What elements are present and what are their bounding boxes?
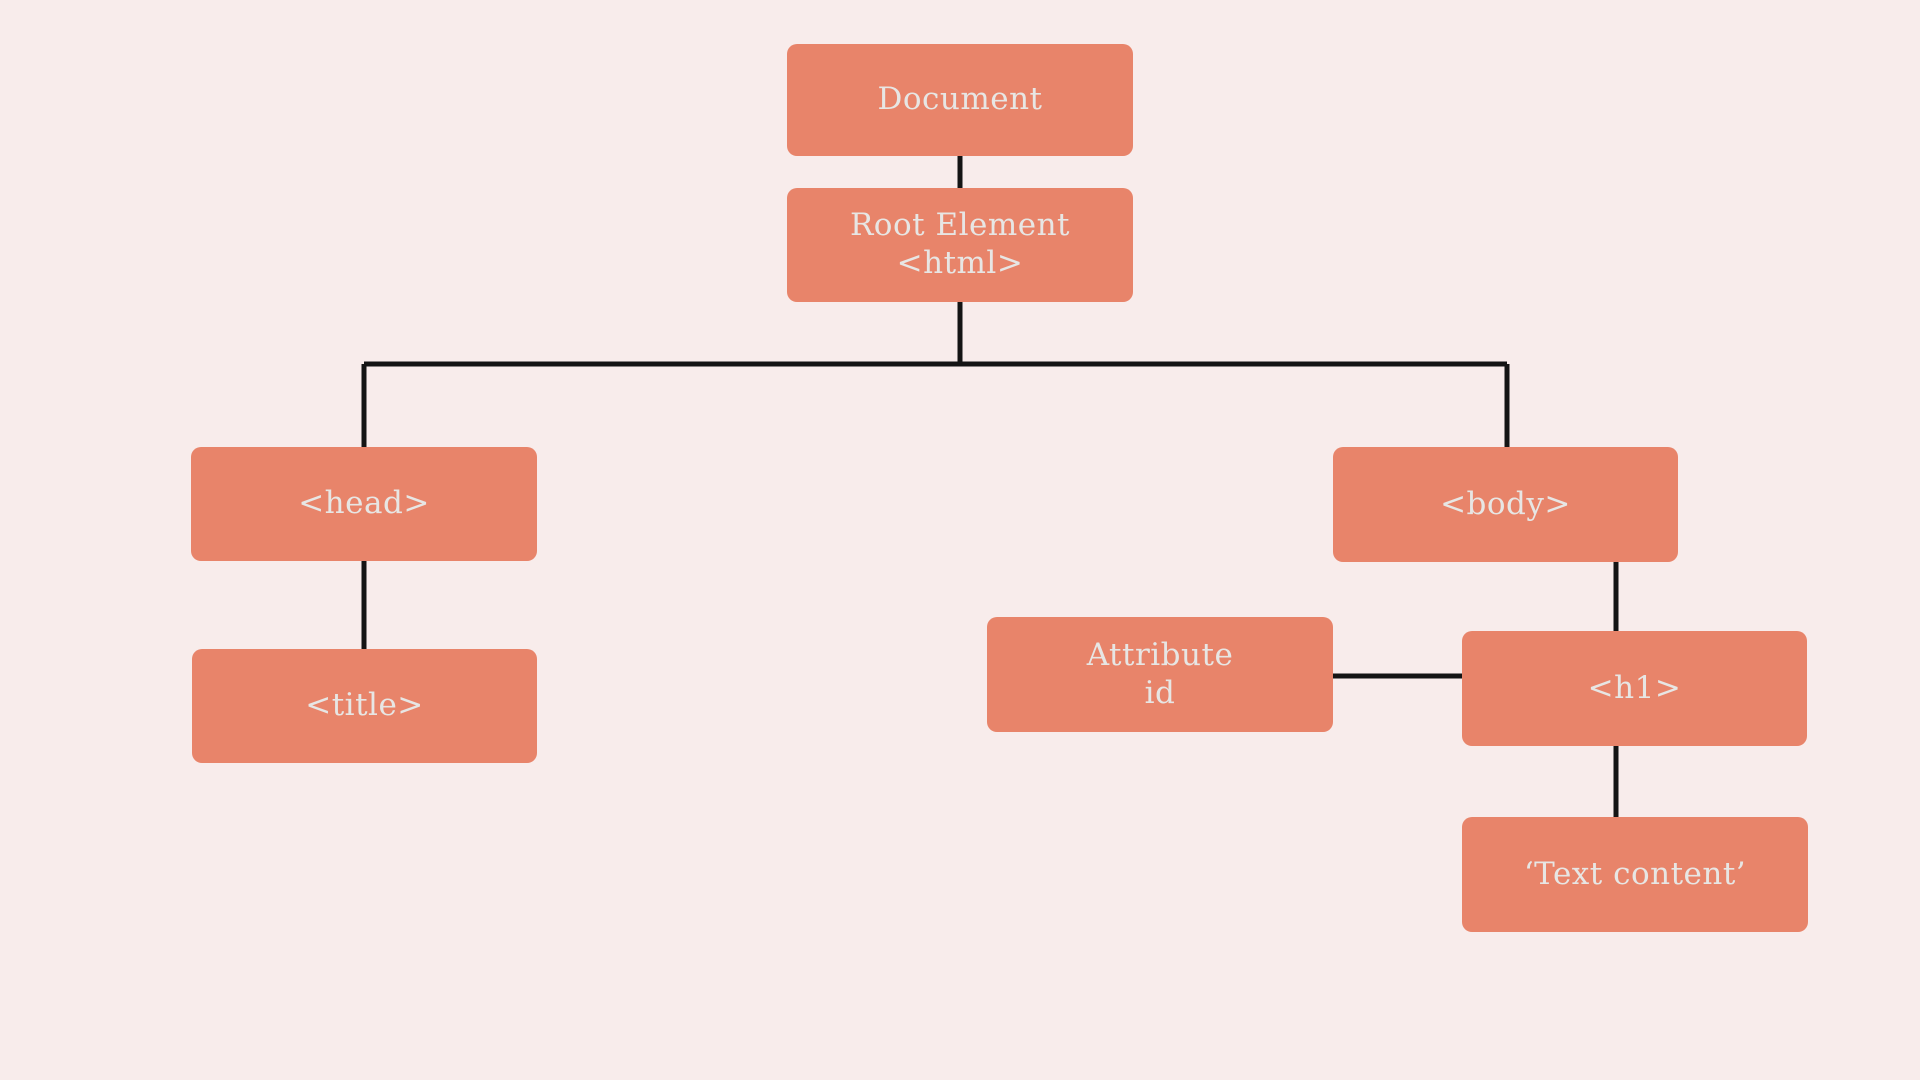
- node-body-label-line1: <body>: [1440, 485, 1571, 522]
- node-document-label-line1: Document: [877, 81, 1043, 118]
- node-h1[interactable]: <h1>: [1462, 631, 1807, 746]
- node-h1-label-line1: <h1>: [1587, 669, 1682, 706]
- node-attribute-id-label-line2: id: [1144, 674, 1176, 711]
- node-root-element[interactable]: Root Element <html>: [787, 188, 1133, 302]
- node-h1-label: <h1>: [1588, 670, 1682, 708]
- node-title-label-line1: <title>: [305, 687, 424, 724]
- node-head-label-line1: <head>: [298, 485, 430, 522]
- node-body-label: <body>: [1440, 486, 1571, 524]
- node-root-element-label-line1: Root Element: [849, 207, 1071, 244]
- node-attribute-id-label-line1: Attribute: [1086, 636, 1234, 673]
- node-text-content[interactable]: ‘Text content’: [1462, 817, 1808, 932]
- node-document[interactable]: Document: [787, 44, 1133, 156]
- node-text-content-label: ‘Text content’: [1524, 856, 1746, 894]
- node-head[interactable]: <head>: [191, 447, 537, 561]
- node-attribute-id[interactable]: Attribute id: [987, 617, 1333, 732]
- node-root-element-label-line2: <html>: [896, 245, 1024, 281]
- node-title-label: <title>: [305, 687, 424, 725]
- node-text-content-label-line1: ‘Text content’: [1523, 855, 1747, 892]
- node-head-label: <head>: [298, 485, 430, 523]
- node-title[interactable]: <title>: [192, 649, 537, 763]
- node-body[interactable]: <body>: [1333, 447, 1678, 562]
- node-document-label: Document: [877, 81, 1042, 119]
- node-root-element-label: Root Element <html>: [850, 207, 1070, 283]
- node-attribute-id-label: Attribute id: [1087, 637, 1234, 713]
